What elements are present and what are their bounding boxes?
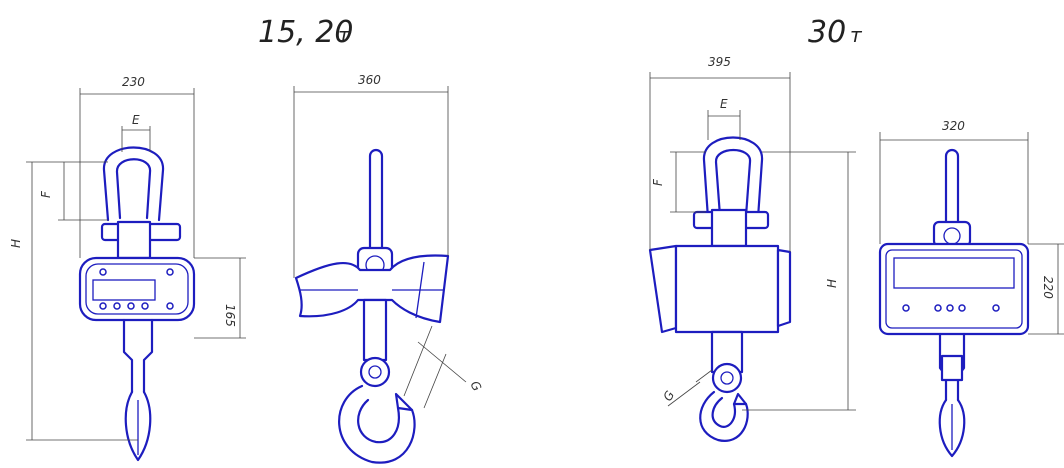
dim-left-body-h: 165: [223, 304, 237, 327]
dim-left-width: 230: [122, 75, 145, 89]
title-right-unit: т: [850, 23, 863, 47]
left-side-view: [294, 148, 450, 464]
right-side-dims: 320 220: [879, 119, 1064, 335]
dim-left-f: F: [39, 190, 53, 198]
left-front-dims: 230 E F H 165: [9, 75, 246, 441]
dim-left-h: H: [9, 239, 23, 248]
left-side-dims: 360 G: [293, 73, 484, 409]
dim-right-f: F: [651, 178, 665, 186]
title-right-main: 30: [808, 15, 846, 50]
title-left: 15, 20 т: [258, 15, 353, 50]
right-front-view: [648, 136, 792, 442]
dim-left-e: E: [132, 113, 140, 127]
dim-right-side-width: 320: [942, 119, 965, 133]
dim-right-body-h: 220: [1041, 276, 1055, 299]
title-left-main: 15, 20: [258, 15, 353, 50]
right-front-dims: 395 E F H G: [649, 55, 856, 411]
left-front-view: [78, 146, 196, 462]
title-right: 30 т: [808, 15, 863, 50]
dim-right-width: 395: [708, 55, 731, 69]
dim-left-g: G: [467, 379, 484, 394]
dim-right-h: H: [825, 279, 839, 288]
title-left-unit: т: [338, 23, 351, 47]
right-side-view: [878, 148, 1030, 458]
dim-right-e: E: [720, 97, 728, 111]
dim-left-side-width: 360: [358, 73, 381, 87]
